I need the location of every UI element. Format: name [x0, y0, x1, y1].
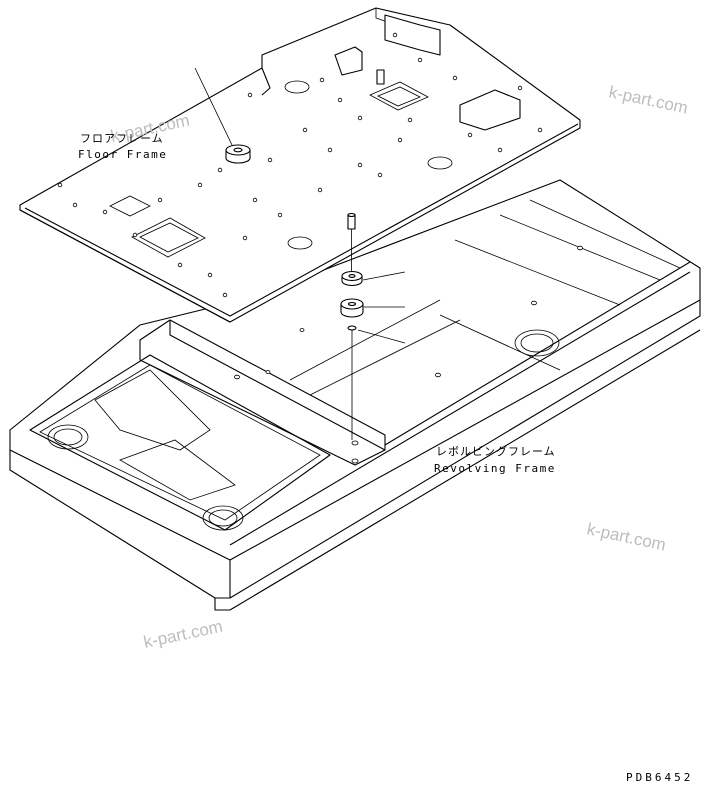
- drawing-code: PDB6452: [626, 771, 693, 784]
- floor-frame-holes: [57, 32, 543, 298]
- bolt: [347, 214, 356, 230]
- watermark: k-part.com: [142, 617, 224, 652]
- lower-cushion: [340, 298, 364, 318]
- floor-frame: [19, 7, 581, 323]
- upper-cushion: [341, 270, 363, 287]
- watermark: k-part.com: [607, 82, 689, 117]
- revolving-frame-label-jp: レボルビングフレーム: [436, 444, 556, 458]
- floor-mount-cushion: [225, 144, 251, 164]
- labels: フロアフレーム Floor Frame レボルビングフレーム Revolving…: [78, 132, 693, 784]
- exploded-mount-parts: [340, 212, 364, 440]
- revolving-frame-label-en: Revolving Frame: [434, 462, 556, 475]
- washer: [347, 325, 357, 331]
- floor-frame-label-jp: フロアフレーム: [80, 132, 164, 145]
- floor-frame-label-en: Floor Frame: [78, 148, 167, 161]
- leader-lines: [194, 67, 406, 344]
- revolving-frame: [9, 179, 701, 611]
- watermark: k-part.com: [585, 519, 667, 554]
